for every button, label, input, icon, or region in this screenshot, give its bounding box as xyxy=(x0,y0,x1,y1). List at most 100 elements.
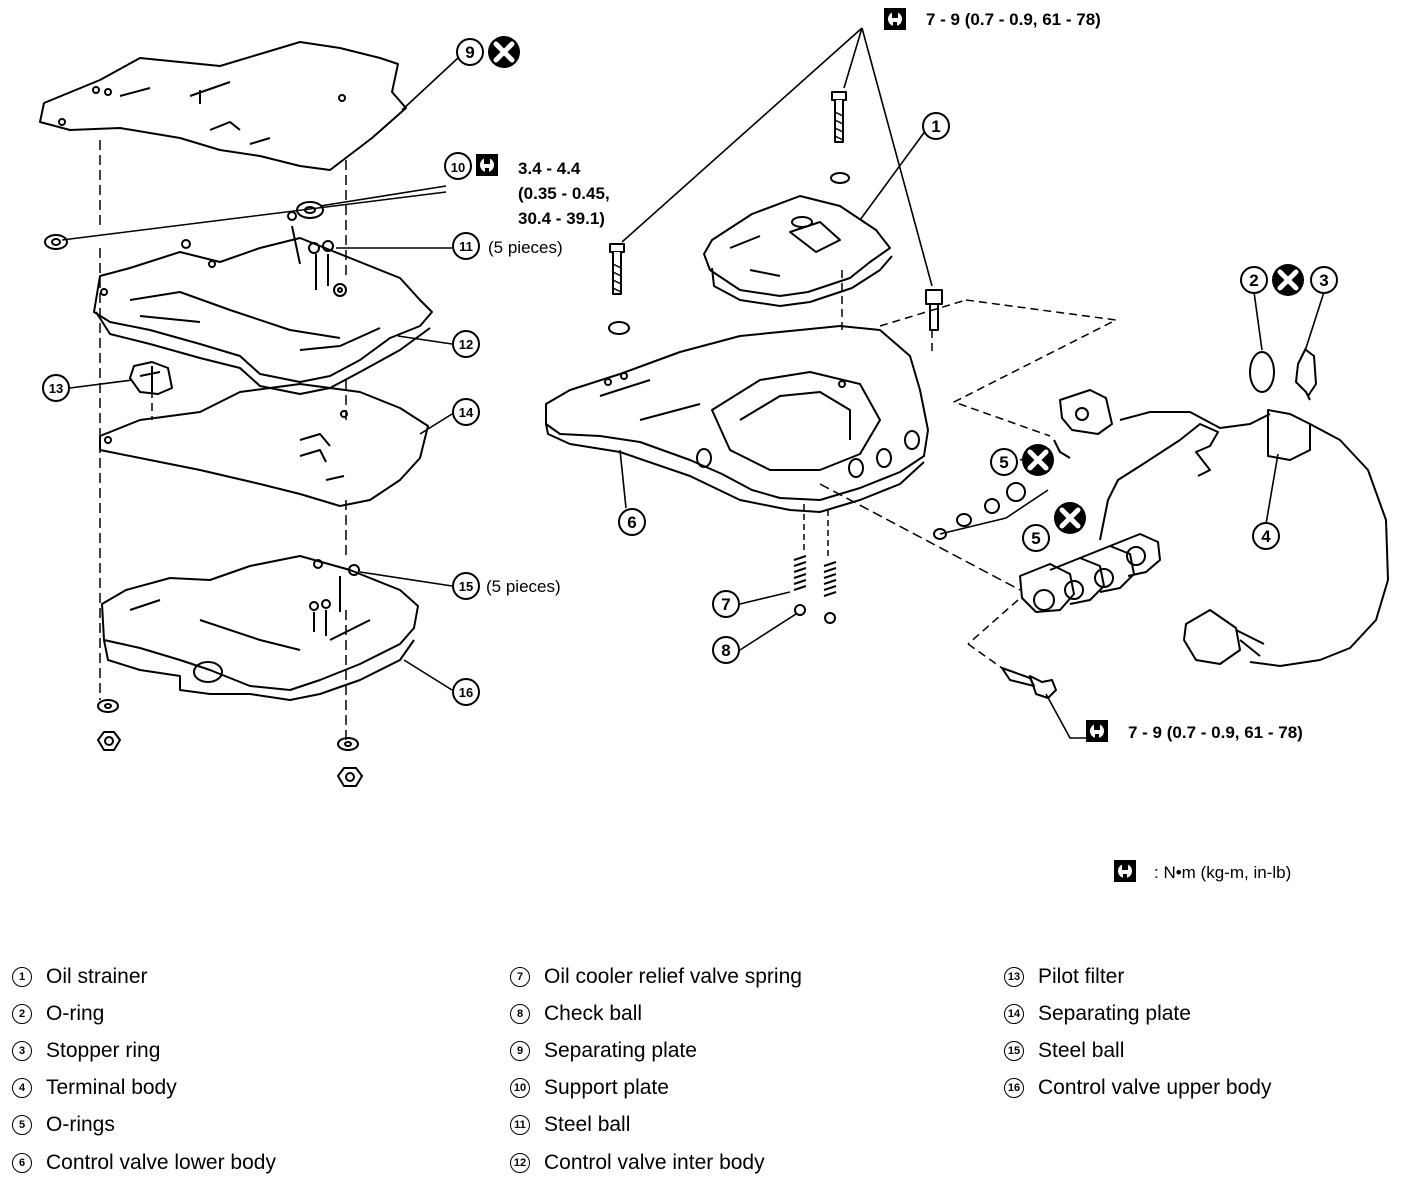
o-ring-2 xyxy=(1249,351,1275,393)
legend-label: Oil strainer xyxy=(46,964,148,988)
legend-label: O-rings xyxy=(46,1113,115,1137)
legend-label: Steel ball xyxy=(1038,1038,1125,1062)
svg-text:15: 15 xyxy=(459,579,473,594)
control-valve-inter-body-12 xyxy=(93,237,433,395)
washer-top-center xyxy=(830,172,850,184)
callout-9: 9 xyxy=(456,38,484,66)
legend-number: 5 xyxy=(12,1115,32,1136)
callout-6: 6 xyxy=(618,508,646,536)
unit-note: : N•m (kg-m, in-lb) xyxy=(1154,863,1291,882)
svg-text:8: 8 xyxy=(721,641,730,660)
legend-label: Oil cooler relief valve spring xyxy=(544,964,802,988)
pieces-note-11: (5 pieces) xyxy=(488,238,563,257)
legend-number: 10 xyxy=(510,1078,530,1099)
legend-label: Pilot filter xyxy=(1038,964,1125,988)
svg-text:1: 1 xyxy=(931,117,940,136)
control-valve-upper-body-16 xyxy=(101,555,419,701)
legend-number: 8 xyxy=(510,1003,530,1024)
legend-label: Separating plate xyxy=(544,1038,697,1062)
legend-item: 14 Separating plate xyxy=(1004,995,1271,1032)
control-valve-lower-body-6 xyxy=(545,325,929,513)
legend-item: 5 O-rings xyxy=(12,1107,276,1144)
nut-washer-left xyxy=(97,699,121,751)
svg-text:7: 7 xyxy=(721,595,730,614)
oil-cooler-relief-valve-spring-7 xyxy=(793,555,837,597)
callout-15: 15 xyxy=(452,572,480,600)
bolt-left xyxy=(609,243,625,295)
stopper-ring-3 xyxy=(1295,347,1317,401)
callout-10: 10 xyxy=(444,152,472,180)
do-not-reuse-x-icon xyxy=(1272,264,1304,296)
separating-plate-9 xyxy=(39,41,407,171)
svg-text:5: 5 xyxy=(999,453,1008,472)
torque-bottom: 7 - 9 (0.7 - 0.9, 61 - 78) xyxy=(1128,723,1303,742)
svg-text:16: 16 xyxy=(459,685,473,700)
nut-washer-right xyxy=(337,737,363,787)
washer-left xyxy=(608,321,630,335)
legend-item: 1 Oil strainer xyxy=(12,958,276,995)
callout-12: 12 xyxy=(452,330,480,358)
legend-label: Control valve inter body xyxy=(544,1150,765,1174)
callout-3: 3 xyxy=(1310,266,1338,294)
callout-8: 8 xyxy=(712,636,740,664)
svg-text:14: 14 xyxy=(459,405,474,420)
svg-text:12: 12 xyxy=(459,337,473,352)
svg-text:13: 13 xyxy=(49,381,63,396)
separating-plate-14 xyxy=(99,383,429,507)
o-rings-5 xyxy=(933,439,1071,540)
do-not-reuse-x-icon xyxy=(488,36,520,68)
callout-11: 11 xyxy=(452,232,480,260)
pilot-filter-13 xyxy=(129,361,173,395)
steel-ball-11 xyxy=(287,211,334,290)
callout-16: 16 xyxy=(452,678,480,706)
legend-item: 8 Check ball xyxy=(510,995,802,1032)
oil-strainer-1 xyxy=(703,195,893,307)
bolt-bottom xyxy=(1001,667,1057,699)
support-plate-10 xyxy=(44,201,324,250)
torque-support-line3: 30.4 - 39.1) xyxy=(518,209,605,228)
legend-label: Steel ball xyxy=(544,1113,631,1137)
torque-support-line1: 3.4 - 4.4 xyxy=(518,159,581,178)
torque-wrench-icon xyxy=(1086,720,1108,742)
legend-label: Support plate xyxy=(544,1076,669,1100)
legend-label: Control valve lower body xyxy=(46,1150,276,1174)
legend-number: 12 xyxy=(510,1152,530,1173)
legend-number: 14 xyxy=(1004,1003,1024,1024)
callout-4: 4 xyxy=(1252,522,1280,550)
legend-number: 16 xyxy=(1004,1078,1024,1099)
svg-text:11: 11 xyxy=(459,239,473,254)
torque-wrench-icon xyxy=(884,8,906,30)
legend-label: Check ball xyxy=(544,1001,643,1025)
legend-number: 2 xyxy=(12,1003,32,1024)
svg-text:2: 2 xyxy=(1249,271,1258,290)
do-not-reuse-x-icon xyxy=(1022,444,1054,476)
legend-item: 16 Control valve upper body xyxy=(1004,1070,1271,1107)
svg-text:5: 5 xyxy=(1031,529,1040,548)
legend-number: 1 xyxy=(12,966,32,987)
legend-item: 10 Support plate xyxy=(510,1070,802,1107)
legend-label: Stopper ring xyxy=(46,1038,161,1062)
callouts: 1 2 3 4 5 5 6 7 8 9 10 11 12 13 14 15 16 xyxy=(42,38,1338,706)
callout-13: 13 xyxy=(42,374,70,402)
legend-number: 9 xyxy=(510,1040,530,1061)
torque-support-line2: (0.35 - 0.45, xyxy=(518,184,610,203)
callout-14: 14 xyxy=(452,398,480,426)
callout-1: 1 xyxy=(922,112,950,140)
torque-top: 7 - 9 (0.7 - 0.9, 61 - 78) xyxy=(926,10,1101,29)
callout-2: 2 xyxy=(1240,266,1268,294)
legend-label: Separating plate xyxy=(1038,1001,1191,1025)
svg-text:10: 10 xyxy=(451,160,465,175)
legend-number: 4 xyxy=(12,1078,32,1099)
do-not-reuse-x-icon xyxy=(1054,502,1086,534)
legend-label: Control valve upper body xyxy=(1038,1076,1272,1100)
